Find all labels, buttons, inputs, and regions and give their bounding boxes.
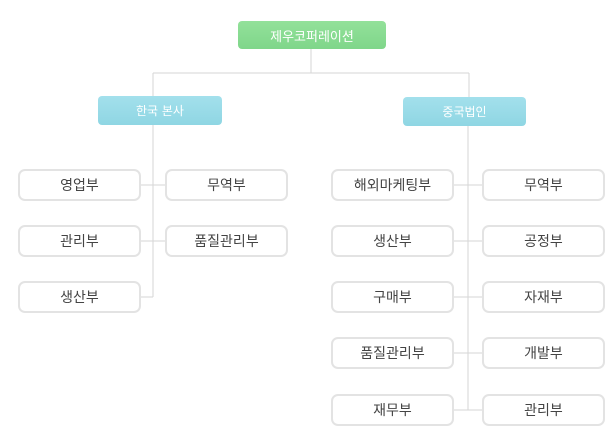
- china-dept-trade: 무역부: [482, 169, 605, 201]
- root-node: 제우코퍼레이션: [238, 21, 386, 49]
- korea-dept-quality: 품질관리부: [165, 225, 288, 257]
- china-dept-overseas-marketing: 해외마케팅부: [331, 169, 454, 201]
- korea-dept-admin: 관리부: [18, 225, 141, 257]
- korea-dept-trade: 무역부: [165, 169, 288, 201]
- korea-dept-sales: 영업부: [18, 169, 141, 201]
- branch-china-header: 중국법인: [403, 97, 526, 126]
- china-dept-production: 생산부: [331, 225, 454, 257]
- branch-korea-header: 한국 본사: [98, 96, 222, 125]
- china-dept-finance: 재무부: [331, 394, 454, 426]
- china-dept-development: 개발부: [482, 337, 605, 369]
- china-dept-quality: 품질관리부: [331, 337, 454, 369]
- china-dept-process: 공정부: [482, 225, 605, 257]
- korea-dept-production: 생산부: [18, 281, 141, 313]
- china-dept-materials: 자재부: [482, 281, 605, 313]
- china-dept-admin: 관리부: [482, 394, 605, 426]
- china-dept-purchasing: 구매부: [331, 281, 454, 313]
